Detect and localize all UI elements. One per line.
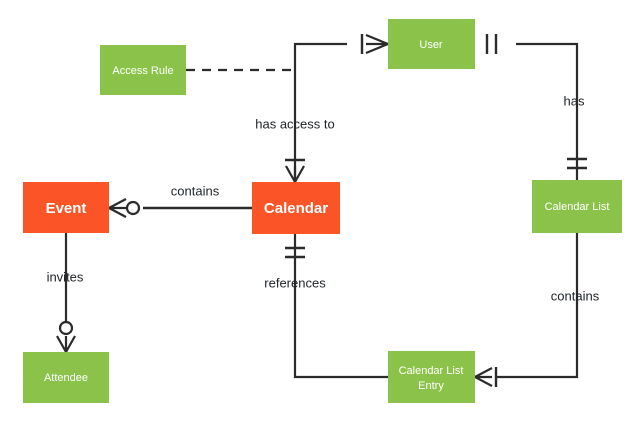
edge-group (64, 42, 579, 379)
entity-calendar-list[interactable]: Calendar List (532, 180, 622, 233)
entity-event[interactable]: Event (23, 182, 109, 233)
cardinality-calendar-list-top (567, 157, 587, 170)
edge-calendar-references-entry (293, 234, 388, 379)
entity-calendar-list-box[interactable] (532, 180, 622, 233)
entity-attendee-label: Attendee (44, 372, 88, 384)
entity-event-box[interactable] (23, 182, 109, 233)
entity-calendar[interactable]: Calendar (252, 182, 340, 234)
entity-calendar-list-entry-label-line2: Entry (418, 380, 444, 392)
cardinality-event-right (108, 198, 141, 218)
relationship-label-contains-calendar: contains (171, 183, 220, 198)
relationship-label-invites: invites (47, 269, 84, 284)
cardinality-entry-right (474, 367, 498, 387)
relationship-label-references: references (264, 275, 326, 290)
entity-access-rule-label: Access Rule (112, 65, 173, 77)
entity-user[interactable]: User (388, 19, 475, 69)
entity-attendee-box[interactable] (23, 352, 109, 403)
cardinality-attendee-top (56, 320, 76, 353)
relationship-label-has: has (564, 93, 585, 108)
entity-user-label: User (419, 39, 443, 51)
cardinality-user-left (360, 33, 389, 55)
entity-calendar-list-entry[interactable]: Calendar List Entry (388, 351, 475, 403)
edge-calendar-list-contains-entry (496, 233, 579, 379)
relationship-label-group: has access to has contains invites refer… (47, 93, 600, 303)
relationship-label-has-access-to: has access to (255, 116, 335, 131)
entity-calendar-label: Calendar (264, 200, 328, 217)
entity-calendar-list-entry-label-line1: Calendar List (399, 365, 464, 377)
cardinality-calendar-bottom (285, 246, 305, 259)
relationship-label-contains-entry: contains (551, 288, 600, 303)
entity-access-rule-box[interactable] (100, 45, 186, 95)
cardinality-calendar-top (285, 158, 305, 183)
entity-calendar-list-entry-box[interactable] (388, 351, 475, 403)
entity-calendar-box[interactable] (252, 182, 340, 234)
entity-attendee[interactable]: Attendee (23, 352, 109, 403)
cardinality-user-right (485, 34, 498, 54)
edge-user-has-calendar-list (516, 42, 579, 180)
cardinality-group (56, 33, 587, 387)
entity-user-box[interactable] (388, 19, 475, 69)
entity-calendar-list-label: Calendar List (545, 201, 610, 213)
entity-access-rule[interactable]: Access Rule (100, 45, 186, 95)
edge-user-has-access-to-calendar (293, 42, 347, 182)
entity-event-label: Event (46, 200, 87, 217)
